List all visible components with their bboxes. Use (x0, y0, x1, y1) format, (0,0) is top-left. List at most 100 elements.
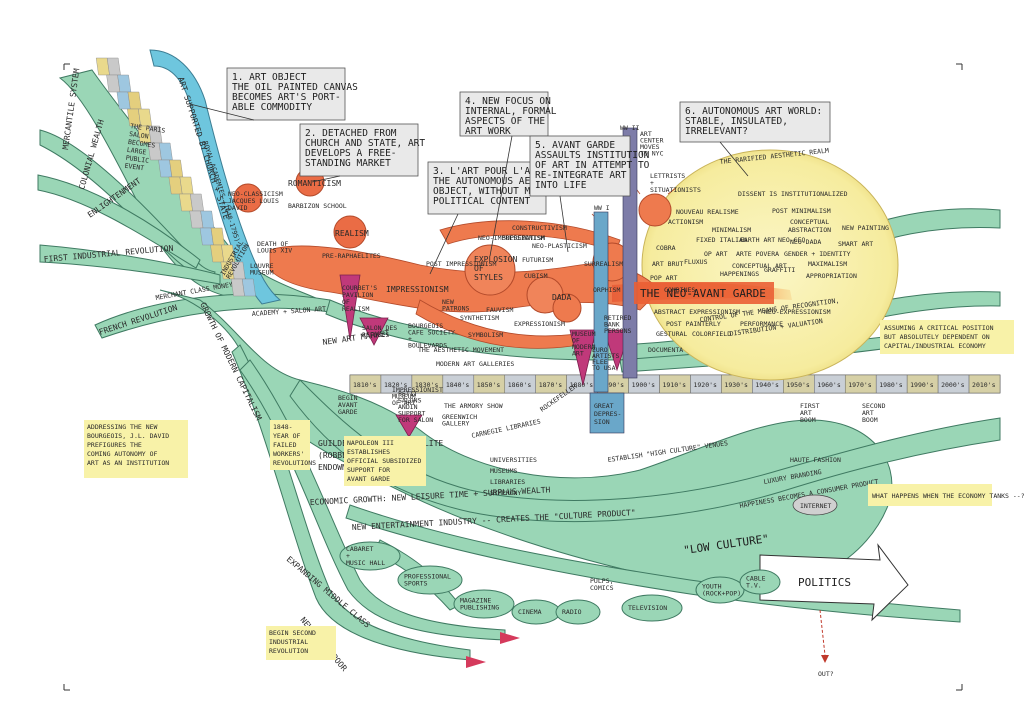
label-ww1: WW I (594, 204, 610, 212)
multiline-labels: THE PARISSALONBECOMESLARGEPUBLICEVENT NEO… (124, 122, 885, 592)
realm-term: NOUVEAU REALISME (676, 208, 739, 216)
label-documenta: DOCUMENTA (648, 346, 683, 354)
realm-term: EARTH ART (740, 236, 775, 244)
label-aesthetic-movement: THE AESTHETIC MOVEMENT (418, 346, 504, 354)
checker-cell (158, 142, 173, 161)
realm-term: GENDER + IDENTITY (784, 250, 851, 258)
realm-term: FIXED ITALIAN (696, 236, 747, 244)
realm-term: ARTE POVERA (736, 250, 779, 258)
great-depression-bar (589, 392, 625, 434)
label-suprematism: SUPREMATISM (502, 234, 545, 242)
checker-cell (210, 227, 225, 246)
realm-term: COMBINES (664, 286, 695, 294)
label-paris-salon: THE PARISSALONBECOMESLARGEPUBLICEVENT (124, 122, 166, 174)
realm-term: COBRA (656, 244, 676, 252)
label-carnegie: CARNEGIE LIBRARIES (471, 417, 542, 439)
callout-box (529, 135, 631, 197)
callout-pointer (719, 141, 749, 177)
politics-arrow: POLITICS OUT? (759, 543, 909, 678)
note-david (84, 420, 188, 478)
realm-term: ACTIONISM (668, 218, 703, 226)
outlet-bulb (555, 599, 601, 625)
realm-term: ABSTRACT EXPRESSIONISM (654, 308, 740, 316)
internet-node: INTERNET (792, 494, 838, 516)
realm-term: POST MINIMALISM (772, 207, 831, 215)
realm-term: GRAFFITI (764, 266, 795, 274)
realm-term: NEO-DADA (790, 238, 821, 246)
label-romanticism: ROMANTICISM (288, 179, 341, 188)
outlet-label: CABARET+MUSIC HALL (346, 545, 385, 567)
realm-term: CONCEPTUAL ART (732, 262, 787, 270)
timeline-year: 1970's (848, 381, 872, 389)
economy-tanks-note: WHAT HAPPENS WHEN THE ECONOMY TANKS --? (868, 484, 1024, 506)
outlet-label: RADIO (562, 608, 582, 616)
realm-term: MINIMALISM (712, 226, 751, 234)
label-impressionism: IMPRESSIONISM (386, 285, 449, 294)
realm-term: HAPPENINGS (720, 270, 759, 278)
realm-term: ART BRUT (652, 260, 683, 268)
outlet-bulb (397, 565, 463, 595)
timeline-year: 1820's (384, 381, 408, 389)
realm-term: GESTURAL (656, 330, 687, 338)
note-napoleon (344, 436, 426, 486)
callout-box (226, 67, 346, 121)
timeline-year: 1950's (786, 381, 810, 389)
callout-pointer (429, 213, 459, 275)
timeline-year: 1840's (446, 381, 470, 389)
church-state-band (149, 49, 282, 305)
timeline-year: 1980's (879, 381, 903, 389)
label-armory-show: THE ARMORY SHOW (444, 402, 503, 410)
label-neo-impressionism: NEO-IMPRESSIONISM (478, 234, 545, 242)
callout-pointer (559, 195, 569, 253)
checker-cell (106, 57, 121, 76)
timeline-year: 1810's (353, 381, 377, 389)
realm-term: NEO-EXPRESSIONISM (764, 308, 831, 316)
realm-term: FLUXUS (684, 258, 708, 266)
timeline-cell (968, 374, 1001, 394)
note-second_industrial (266, 626, 336, 660)
callout-pointer (489, 135, 513, 257)
callout-box (679, 101, 831, 143)
checker-cell (169, 159, 184, 178)
checker-cell (200, 210, 215, 229)
label-neo-avant-garde: THE NEO-AVANT GARDE (640, 287, 766, 300)
neo-avant-block (634, 282, 774, 304)
label-dada: DADA (552, 293, 571, 302)
ww1-bar (593, 211, 609, 393)
callout-n6: 6. AUTONOMOUS ART WORLD:STABLE, INSULATE… (685, 106, 822, 137)
realm-term: NEO-GEO (778, 236, 805, 244)
realm-term: PERFORMANCE (740, 320, 783, 328)
outlet-label: CINEMA (518, 608, 542, 616)
timeline-year: 2010's (972, 381, 996, 389)
checker-cell (190, 193, 204, 212)
timeline-year: 1990's (910, 381, 934, 389)
label-dissent: DISSENT IS INSTITUTIONALIZED (738, 190, 848, 198)
label-new-art-market: NEW ART MARKET (322, 329, 390, 347)
outlet-bulb (739, 569, 781, 595)
timeline-year: 1930's (724, 381, 748, 389)
outlet-label: TELEVISION (628, 604, 667, 612)
realm-term: COLORFIELD (692, 330, 731, 338)
checker-cell (179, 176, 194, 195)
